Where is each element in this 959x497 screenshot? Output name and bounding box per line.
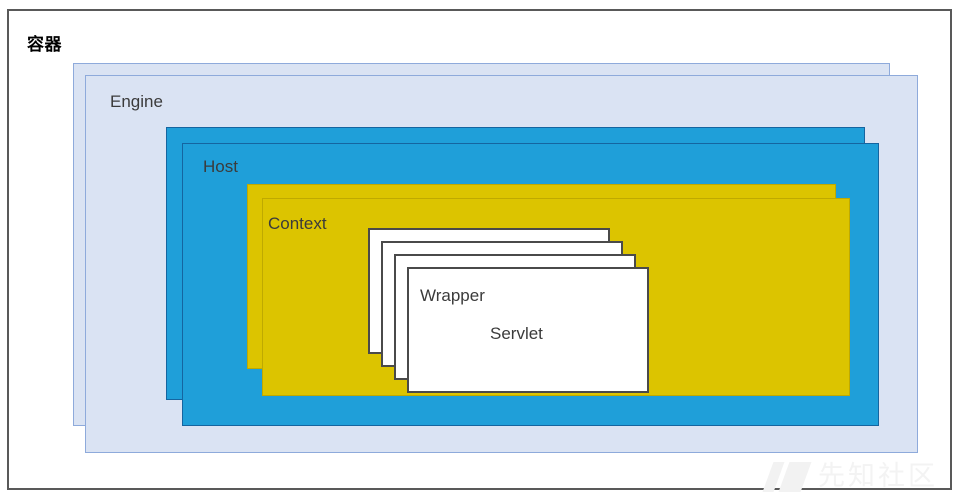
page-title: 容器 bbox=[27, 35, 62, 54]
servlet-label: Servlet bbox=[490, 324, 543, 343]
host-label: Host bbox=[203, 157, 238, 176]
wrapper-box[interactable] bbox=[407, 267, 649, 393]
context-label: Context bbox=[268, 214, 327, 233]
engine-label: Engine bbox=[110, 92, 163, 111]
wrapper-label: Wrapper bbox=[420, 286, 485, 305]
